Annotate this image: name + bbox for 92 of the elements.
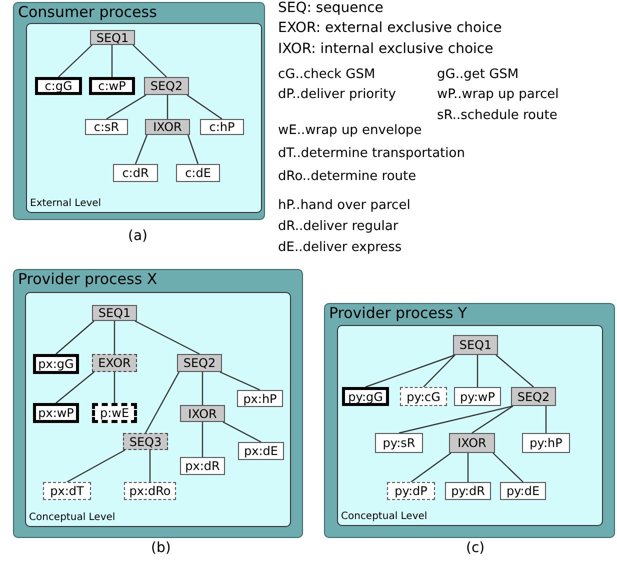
process-panel <box>13 269 303 538</box>
activity-node: py:hP <box>522 433 570 453</box>
activity-node: py:dP <box>387 482 435 500</box>
tree-edge <box>410 452 452 482</box>
operator-node: IXOR <box>449 433 495 453</box>
legend-entry: gG..get GSM <box>437 67 519 82</box>
tree-edge <box>66 449 126 483</box>
tree-edge <box>144 372 180 434</box>
activity-node: px:gG <box>33 354 79 374</box>
level-panel <box>337 325 603 526</box>
figure-caption: (c) <box>466 540 485 556</box>
operator-node: IXOR <box>145 119 190 135</box>
legend-entry: hP..hand over parcel <box>278 198 410 213</box>
tree-edge <box>106 94 146 120</box>
legend-entry: IXOR: internal exclusive choice <box>278 41 494 57</box>
activity-node: c:dR <box>113 164 158 182</box>
tree-edge <box>134 320 200 355</box>
operator-node: SEQ1 <box>453 335 498 355</box>
tree-edge <box>222 421 262 443</box>
activity-node: px:dT <box>43 482 91 500</box>
tree-edge <box>467 453 469 482</box>
activity-node: py:dE <box>500 482 546 500</box>
operator-node: IXOR <box>180 405 225 422</box>
tree-edge <box>186 94 222 120</box>
tree-edge <box>114 372 116 403</box>
legend-entry: wE..wrap up envelope <box>278 123 422 138</box>
activity-node: px:dR <box>180 457 225 475</box>
tree-edge <box>187 134 199 164</box>
activity-node: px:dE <box>238 442 284 460</box>
activity-node: c:gG <box>35 77 82 95</box>
activity-node: py:cG <box>400 387 447 406</box>
legend-entry: dP..deliver priority <box>278 87 396 102</box>
operator-node: SEQ2 <box>177 354 222 372</box>
legend-entry: wP..wrap up parcel <box>437 87 559 102</box>
tree-edge <box>398 405 514 434</box>
level-panel <box>26 23 262 213</box>
operator-node: SEQ2 <box>144 77 189 95</box>
tree-edge <box>496 354 534 388</box>
operator-node: SEQ1 <box>92 305 137 321</box>
tree-edge <box>365 354 456 388</box>
process-panel <box>13 2 265 220</box>
level-label: External Level <box>30 198 102 209</box>
activity-node: py:wP <box>454 387 501 406</box>
activity-node: py:gG <box>342 387 389 406</box>
level-label: Conceptual Level <box>29 512 116 523</box>
tree-edge <box>202 422 204 457</box>
tree-edge <box>545 406 547 433</box>
tree-edge <box>202 372 204 405</box>
tree-edge <box>58 44 92 78</box>
activity-node: c:sR <box>85 119 128 135</box>
operator-node: SEQ1 <box>90 30 135 45</box>
legend-entry: dRo..determine route <box>278 169 416 184</box>
tree-edge <box>56 320 94 354</box>
activity-node: c:wP <box>89 77 135 95</box>
tree-edge <box>134 134 148 164</box>
panel-title: Provider process Y <box>329 304 468 322</box>
activity-node: p:wE <box>92 403 137 423</box>
activity-node: c:dE <box>176 164 220 182</box>
level-panel <box>25 292 291 527</box>
operator-node: SEQ3 <box>123 433 168 450</box>
tree-edge <box>114 321 116 354</box>
tree-edge <box>220 371 260 391</box>
activity-node: px:hP <box>237 390 283 407</box>
panel-title: Provider process X <box>18 270 158 288</box>
process-panel <box>324 303 615 538</box>
tree-edge <box>132 44 167 78</box>
figure-caption: (b) <box>151 540 171 556</box>
figure-caption: (a) <box>128 228 148 244</box>
activity-node: px:wP <box>33 403 79 423</box>
legend-entry: SEQ: sequence <box>278 0 384 16</box>
tree-edge <box>492 452 524 482</box>
activity-node: px:dRo <box>124 482 176 500</box>
legend-entry: cG..check GSM <box>278 67 376 82</box>
tree-edge <box>56 372 94 404</box>
tree-edge <box>423 354 456 388</box>
legend-entry: dE..deliver express <box>278 240 402 255</box>
tree-edge <box>111 45 113 77</box>
tree-edge <box>472 406 514 434</box>
panel-title: Consumer process <box>18 3 157 21</box>
tree-edge <box>166 95 168 119</box>
activity-node: py:dR <box>445 482 491 500</box>
legend-entry: dR..deliver regular <box>278 219 398 234</box>
operator-node: EXOR <box>92 354 137 372</box>
legend-entry: sR..schedule route <box>437 108 558 123</box>
level-label: Conceptual Level <box>341 511 428 522</box>
tree-edge <box>149 450 151 482</box>
activity-node: c:hP <box>200 119 244 135</box>
legend-entry: dT..determine transportation <box>278 146 465 161</box>
activity-node: py:sR <box>375 433 423 453</box>
tree-edge <box>476 355 478 387</box>
operator-node: SEQ2 <box>511 387 556 406</box>
legend-entry: EXOR: external exclusive choice <box>278 20 502 36</box>
